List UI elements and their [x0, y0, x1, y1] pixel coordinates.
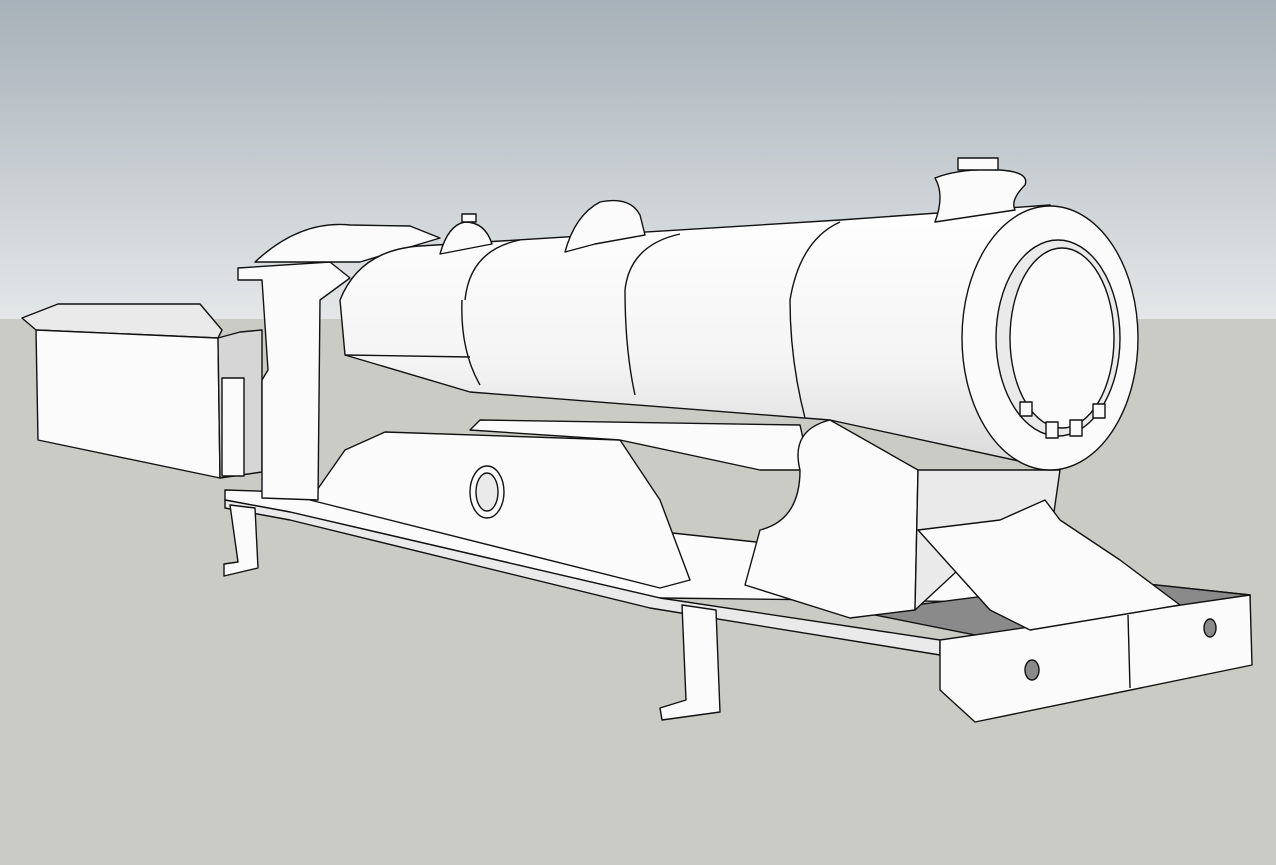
- smokebox-front: [961, 205, 1139, 471]
- cab: [237, 223, 441, 501]
- boiler: [339, 204, 1061, 471]
- saddle: [744, 419, 1181, 631]
- boiler-fittings: [439, 157, 1027, 255]
- legs: [223, 504, 721, 721]
- footplate-and-splashers: [309, 419, 811, 589]
- tender: [21, 303, 263, 479]
